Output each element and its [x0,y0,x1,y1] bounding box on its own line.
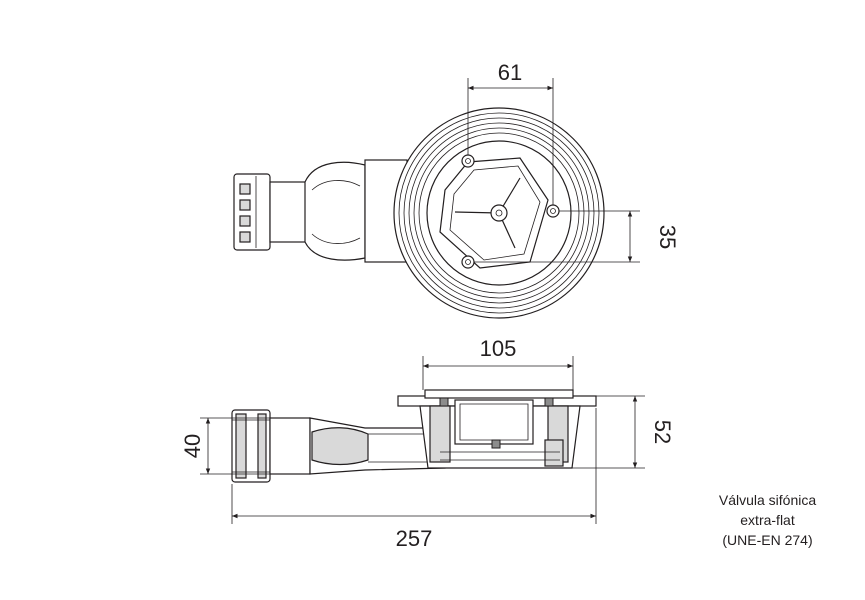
dimension-61: 61 [467,60,554,205]
top-screws [461,154,560,269]
top-outlet-pipe [269,159,408,263]
product-caption: Válvula sifónica extra-flat (UNE-EN 274) [680,490,855,550]
dimension-35: 35 [474,210,680,263]
side-outlet-pipe [269,417,446,475]
side-view: 105 52 40 257 [180,336,675,551]
dimension-40-label: 40 [180,434,205,458]
top-view: 61 35 [233,60,680,319]
dimension-52: 52 [572,395,675,469]
dimension-257-label: 257 [396,526,433,551]
caption-line-3: (UNE-EN 274) [722,532,813,548]
dimension-105: 105 [422,336,574,390]
side-outlet-nut [231,409,271,483]
dimension-35-label: 35 [655,225,680,249]
top-outlet-nut [233,173,271,251]
side-valve-body [397,389,597,469]
dimension-52-label: 52 [650,420,675,444]
caption-line-2: extra-flat [740,512,795,528]
caption-line-1: Válvula sifónica [718,492,817,508]
dimension-105-label: 105 [480,336,517,361]
dimension-257: 257 [231,408,597,551]
dimension-40: 40 [180,417,270,475]
dimension-61-label: 61 [498,60,522,85]
top-grate [439,157,549,269]
